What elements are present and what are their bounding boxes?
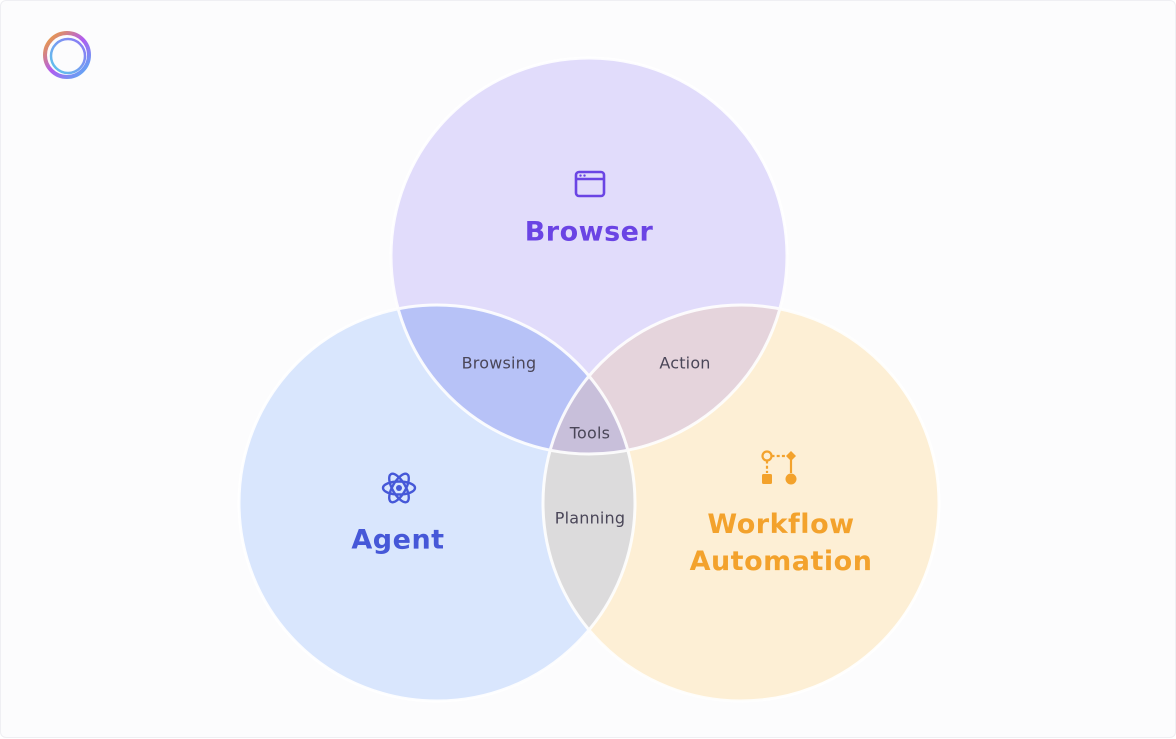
workflow-nodes-icon	[761, 450, 797, 485]
browsing-label: Browsing	[461, 353, 537, 373]
planning-label: Planning	[554, 508, 626, 528]
agent-label: Agent	[351, 524, 445, 556]
tools-label: Tools	[569, 423, 611, 443]
action-label: Action	[659, 353, 711, 373]
action-region	[543, 305, 787, 454]
workflow-label-line1: Workflow	[707, 509, 855, 540]
browser-label: Browser	[524, 216, 654, 248]
ring-logo-icon	[43, 31, 91, 79]
atom-icon	[381, 472, 417, 504]
browser-window-icon	[574, 170, 606, 198]
workflow-label-line2: Automation	[689, 546, 873, 577]
workflow-automation-label: Workflow Automation	[690, 506, 873, 580]
browsing-region	[391, 305, 635, 454]
